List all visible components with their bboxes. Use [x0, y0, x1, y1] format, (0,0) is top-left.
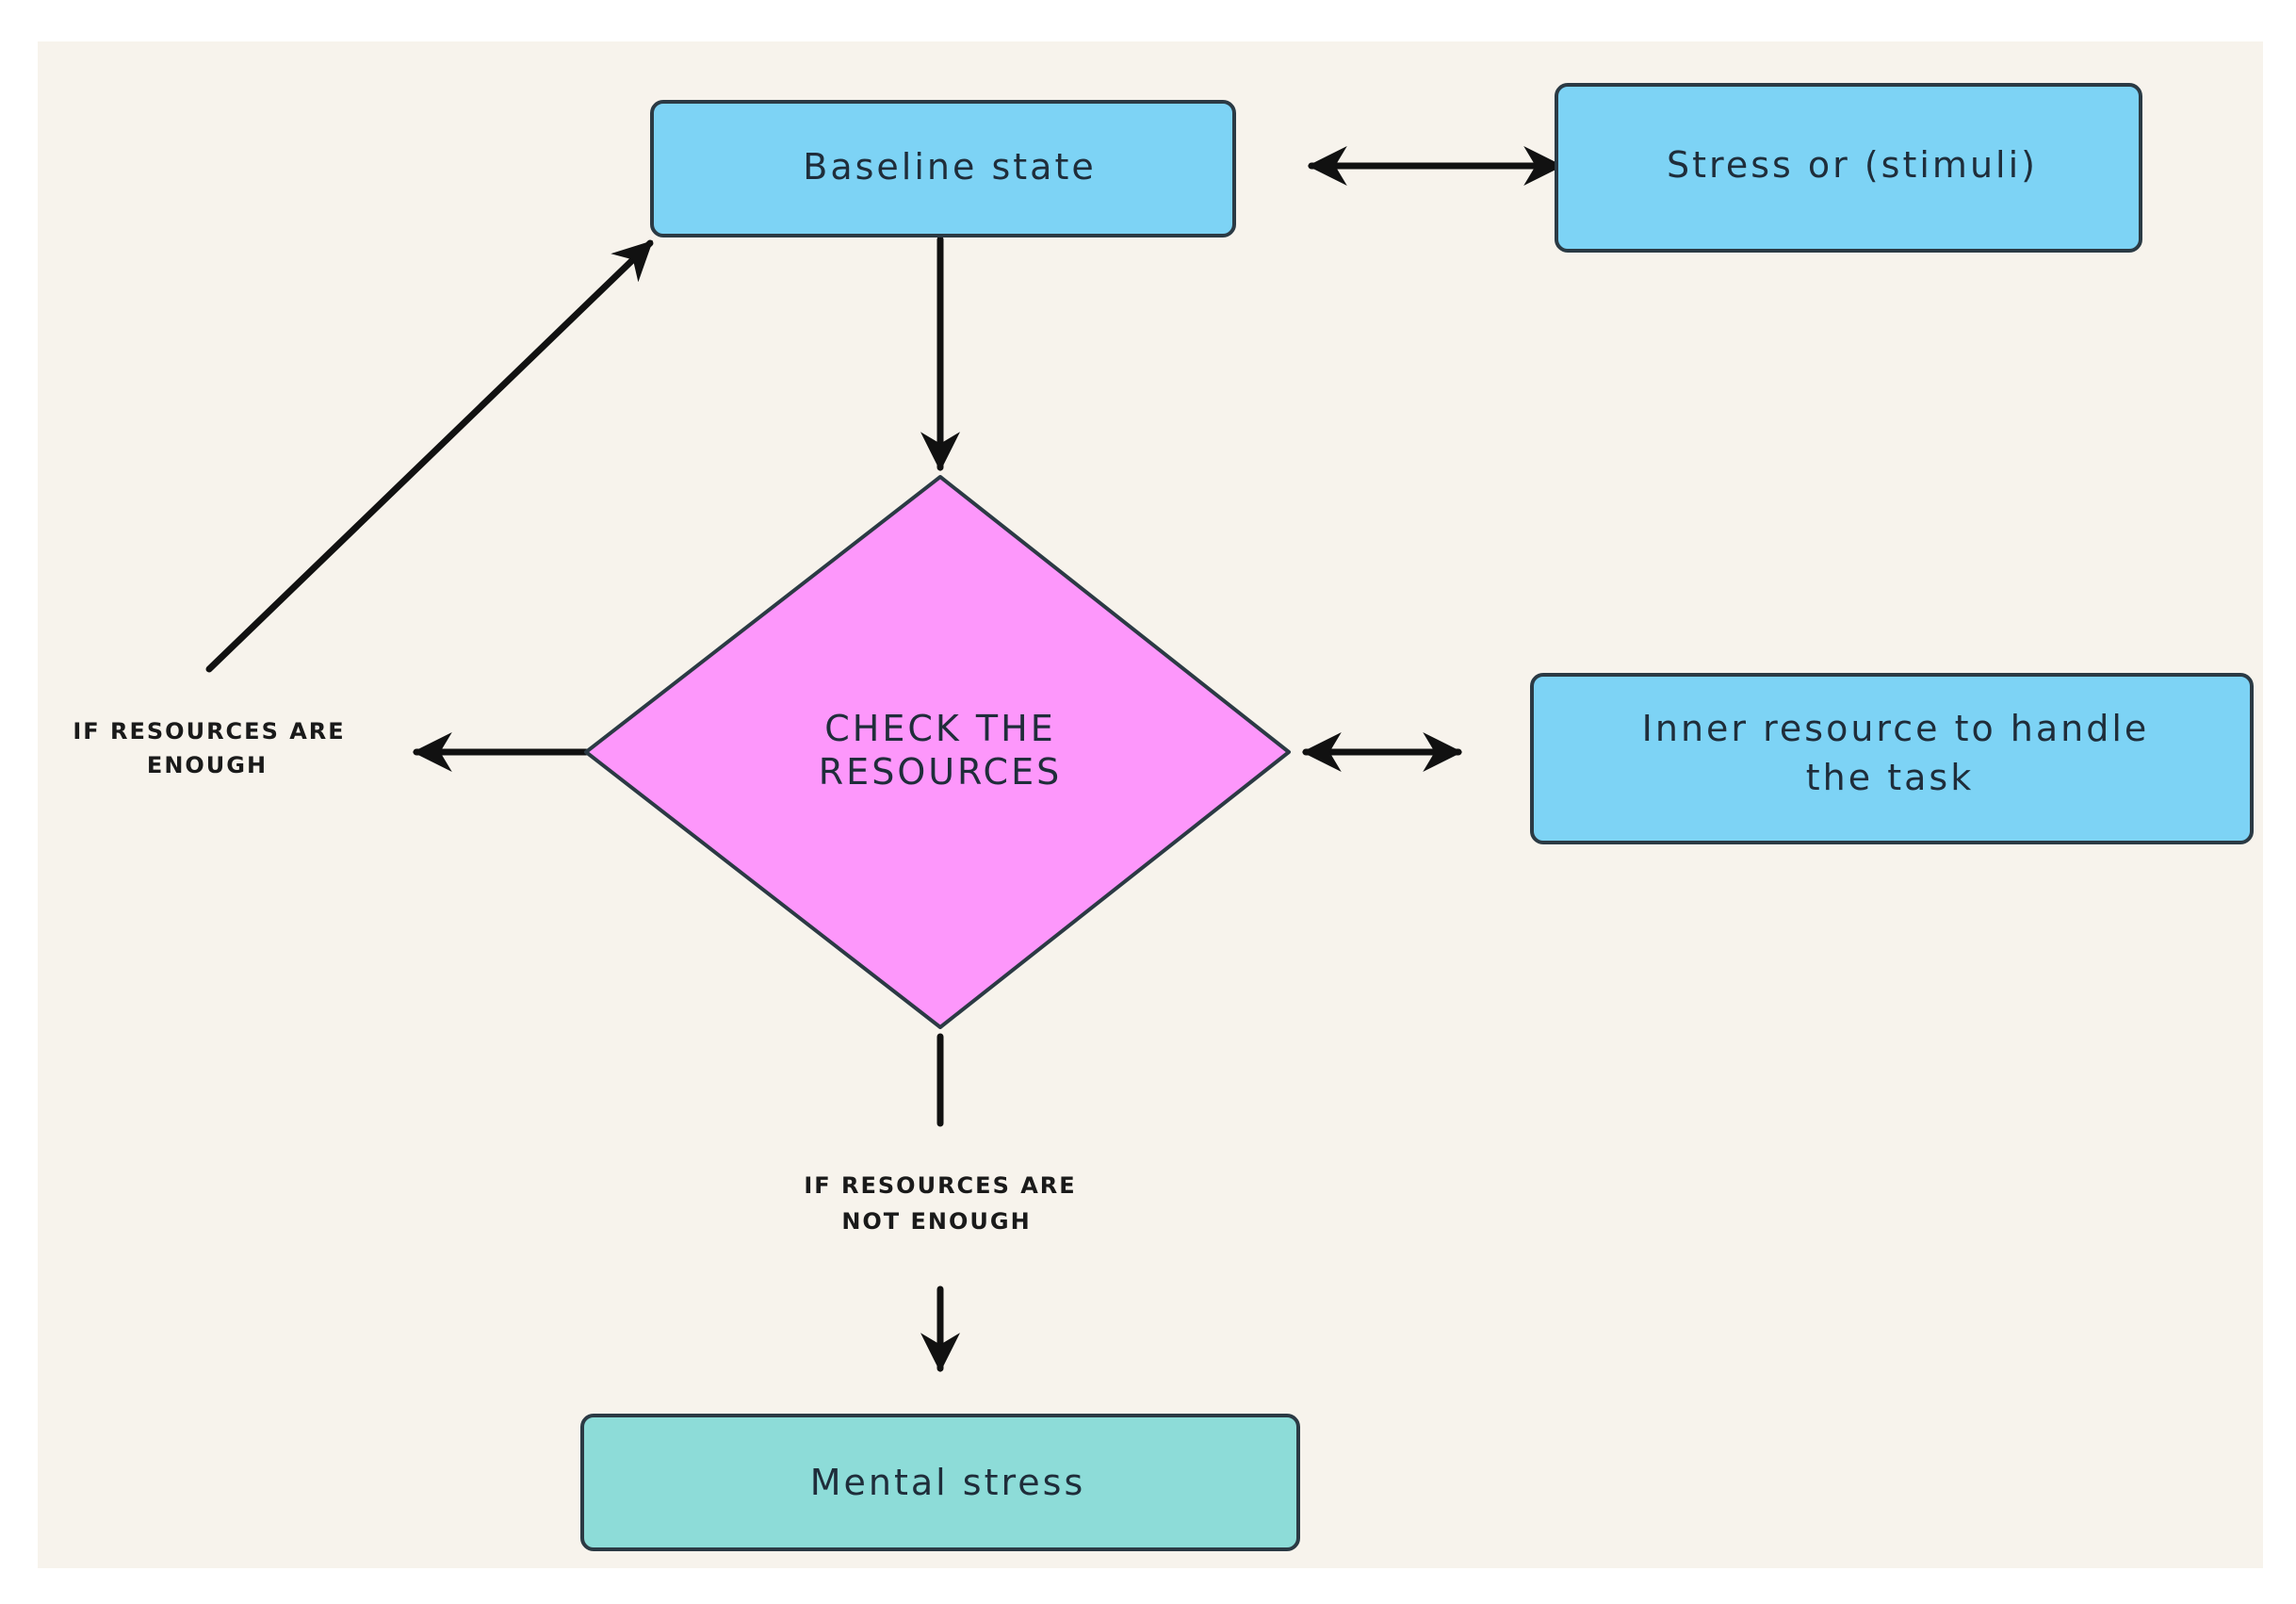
baseline-state-label: Baseline state — [803, 146, 1096, 188]
condition-not-enough-line2: NOT ENOUGH — [841, 1208, 1031, 1235]
inner-resource-label-line1: Inner resource to handle — [1642, 708, 2150, 749]
check-resources-label-line1: CHECK THE — [824, 708, 1055, 749]
check-resources-decision: CHECK THE RESOURCES — [584, 475, 1291, 1029]
condition-enough-line1: IF RESOURCES ARE — [73, 718, 345, 745]
mental-stress-node: Mental stress — [580, 1414, 1300, 1551]
stressor-label: Stress or (stimuli) — [1667, 144, 2038, 186]
baseline-state-node: Baseline state — [650, 100, 1236, 237]
condition-not-enough: IF RESOURCES ARE NOT ENOUGH — [804, 1172, 1076, 1235]
condition-not-enough-line1: IF RESOURCES ARE — [804, 1172, 1076, 1199]
condition-enough-line2: ENOUGH — [147, 752, 268, 778]
check-resources-label-line2: RESOURCES — [819, 751, 1062, 793]
condition-enough: IF RESOURCES ARE ENOUGH — [73, 718, 345, 778]
inner-resource-node: Inner resource to handle the task — [1530, 673, 2254, 844]
mental-stress-label: Mental stress — [810, 1462, 1086, 1503]
connectors — [205, 146, 1564, 1373]
arrow-enough-baseline — [205, 239, 654, 673]
stressor-node: Stress or (stimuli) — [1555, 83, 2142, 253]
inner-resource-label-line2: the task — [1806, 757, 1974, 798]
